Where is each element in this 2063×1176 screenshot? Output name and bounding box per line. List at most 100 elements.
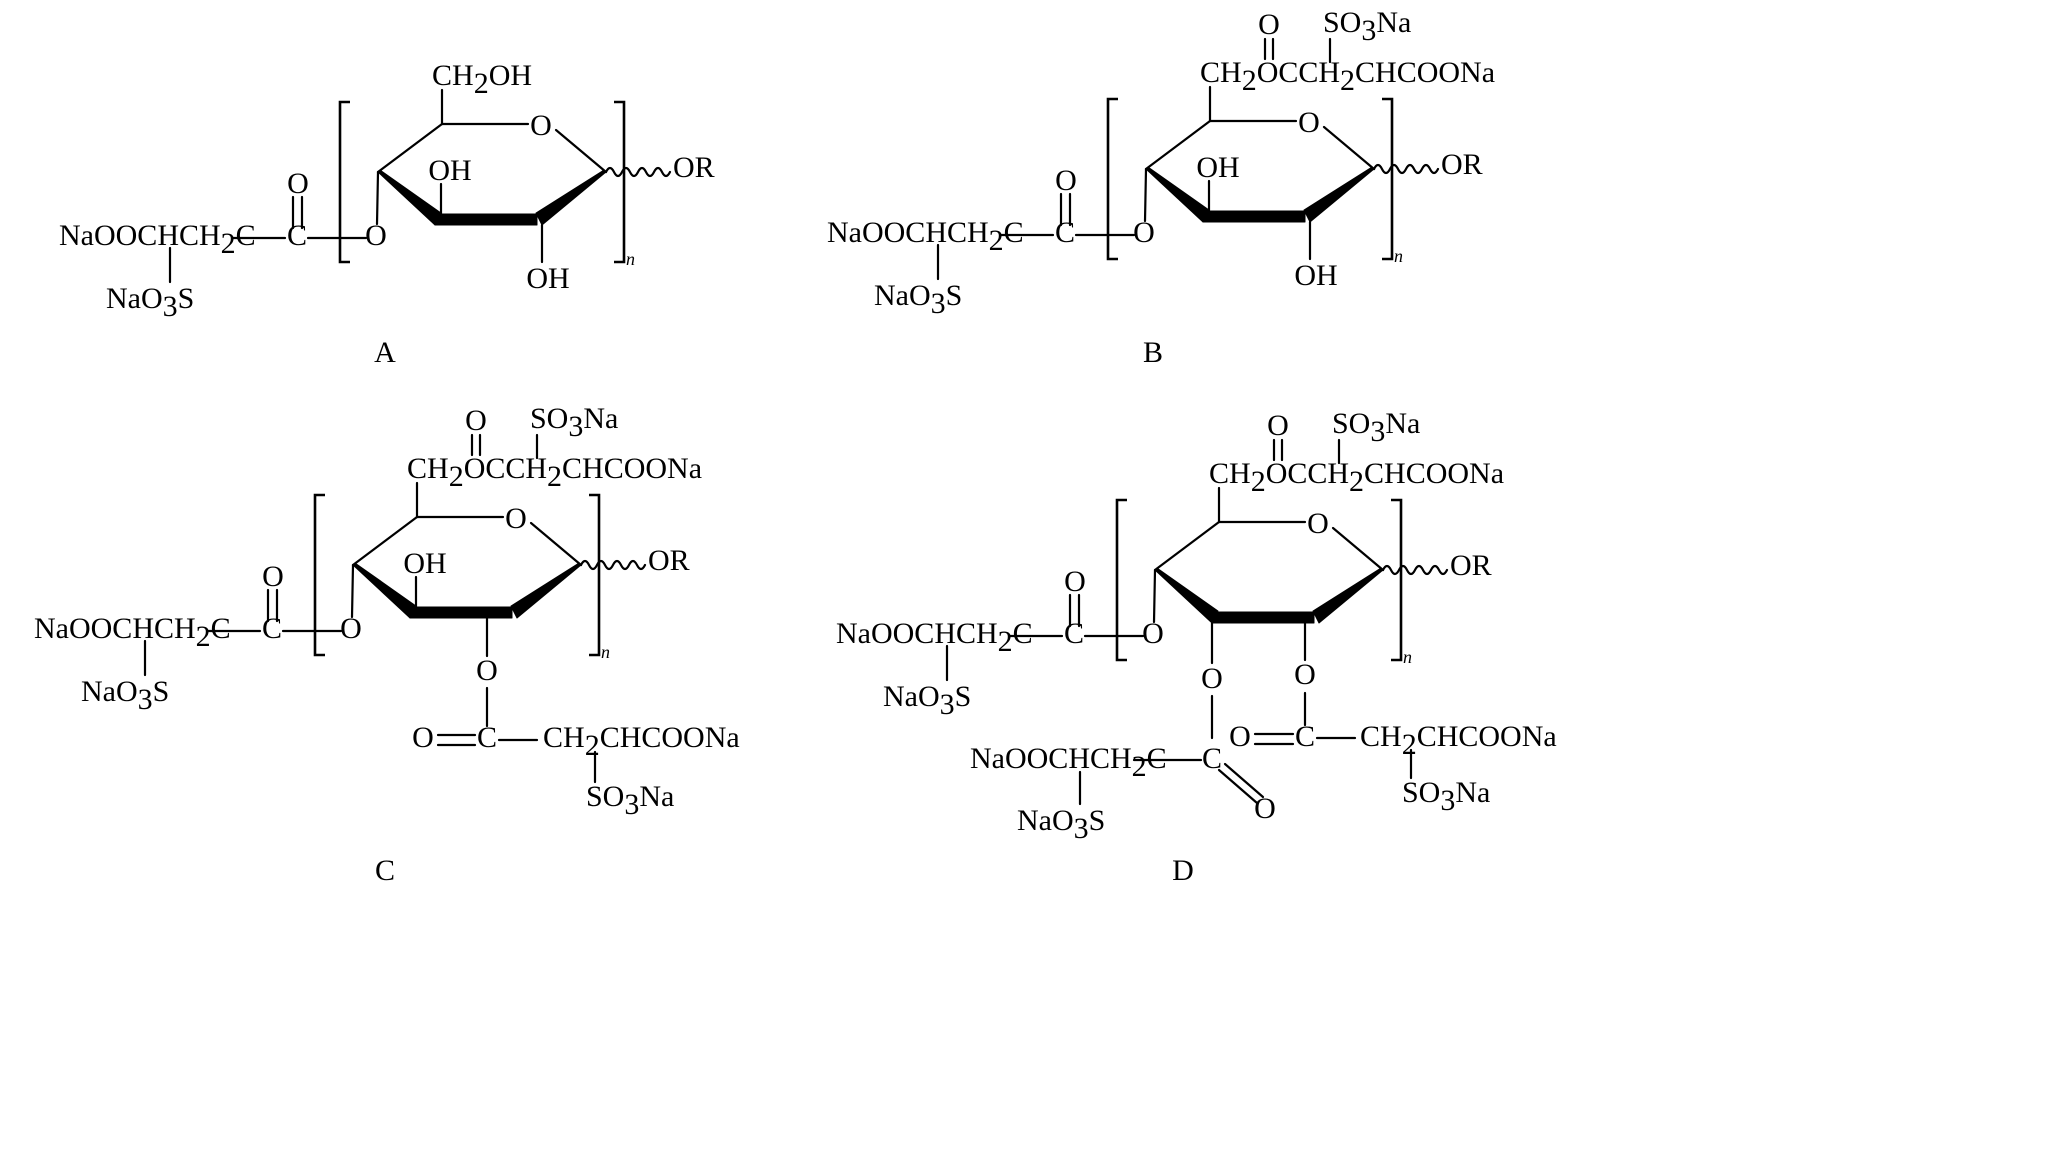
c3-hydroxyl: OH — [403, 547, 446, 580]
c4-o4-bond — [375, 170, 380, 226]
c6-hydroxymethyl-subscript: 2 — [474, 67, 489, 100]
c6-ester-chain-part: CHCOONa — [1364, 457, 1504, 490]
c2-ester-chain-subscript: 2 — [585, 729, 600, 762]
left-bracket — [1115, 498, 1127, 662]
c6-ester-chain-part: CHCOONa — [1355, 56, 1495, 89]
c3-c2-bold-bond — [434, 213, 538, 226]
c6-hydroxymethyl-part: OH — [489, 59, 532, 92]
c4-c5-bond — [1144, 119, 1212, 171]
left-sulfonate: NaO3S — [106, 282, 194, 323]
left-acyl-chain: NaOOCHCH2C — [827, 216, 1024, 257]
c6-ester-chain-part: CHCOONa — [562, 452, 702, 485]
c3-ester-chain-part: C — [1147, 742, 1167, 775]
left-sulfonate-part: NaO — [874, 279, 931, 312]
c2-sulfonate-part: SO — [586, 780, 624, 813]
right-bracket — [1382, 97, 1394, 261]
end-group-or: OR — [673, 151, 715, 184]
left-acyl-chain-subscript: 2 — [221, 227, 236, 260]
c2-ester-chain: CH2CHCOONa — [543, 721, 740, 762]
c6-ester-chain-part: CH — [407, 452, 449, 485]
left-acyl-chain: NaOOCHCH2C — [836, 617, 1033, 658]
ring-oxygen: O — [505, 502, 527, 535]
left-carbonyl-oxygen: O — [262, 560, 284, 593]
left-sulfonate: NaO3S — [874, 279, 962, 320]
c3-carbonyl-double-bond-2 — [1223, 762, 1265, 799]
left-acyl-chain-part: NaOOCHCH — [59, 219, 221, 252]
left-sulfonate-part: NaO — [81, 675, 138, 708]
c6-ester-chain-subscript: 2 — [1251, 465, 1266, 498]
c2-sulfonate: SO3Na — [586, 780, 674, 821]
left-acyl-chain-part: NaOOCHCH — [34, 612, 196, 645]
c2-ester-oxygen: O — [476, 654, 498, 687]
ring-oxygen: O — [1307, 507, 1329, 540]
c6-ester-chain-subscript: 2 — [547, 460, 562, 493]
c6-ester-chain: CH2OCCH2CHCOONa — [1200, 56, 1495, 97]
c6-ester-chain-subscript: 2 — [449, 460, 464, 493]
c3-ester-carbonyl-carbon: C — [1202, 742, 1222, 775]
left-bracket — [313, 493, 325, 657]
right-bracket — [589, 493, 601, 657]
left-sulfonate-part: S — [178, 282, 195, 315]
c3-c2-bold-bond — [1211, 611, 1315, 624]
c6-ester-chain-subscript: 2 — [1340, 64, 1355, 97]
left-acyl-chain-subscript: 2 — [998, 625, 1013, 658]
c6-carbonyl-oxygen: O — [1258, 8, 1280, 41]
c6-sulfonate: SO3Na — [1323, 6, 1411, 47]
c2-ester-chain-part: CHCOONa — [1417, 720, 1557, 753]
c6-ester-chain-part: CH — [1209, 457, 1251, 490]
repeat-index-n: n — [626, 249, 635, 269]
left-acyl-chain-part: NaOOCHCH — [836, 617, 998, 650]
c3-ester-chain: NaOOCHCH2C — [970, 742, 1167, 783]
c2-ester-chain-part: CHCOONa — [600, 721, 740, 754]
left-sulfonate: NaO3S — [883, 680, 971, 721]
c3-ester-carbonyl-oxygen: O — [1254, 792, 1276, 825]
c6-ester-chain-part: OCCH — [464, 452, 547, 485]
c2-ester-carbonyl-carbon: C — [477, 721, 497, 754]
c6-sulfonate: SO3Na — [530, 402, 618, 443]
right-bracket — [614, 100, 626, 264]
left-acyl-chain-part: C — [1013, 617, 1033, 650]
ring-o-c1-bond — [1331, 526, 1385, 572]
panel-label-d: D — [1172, 854, 1194, 887]
c3-sulfonate-part: NaO — [1017, 804, 1074, 837]
c4-c3-wedge-bond — [1154, 567, 1219, 624]
c2-sulfonate-subscript: 3 — [1440, 784, 1455, 817]
left-sulfonate-subscript: 3 — [138, 683, 153, 716]
c3-sulfonate-subscript: 3 — [1074, 812, 1089, 845]
c4-o4-bond — [350, 563, 355, 619]
glycosidic-oxygen: O — [340, 612, 362, 645]
ring-oxygen: O — [530, 109, 552, 142]
anomeric-wavy-bond — [1372, 163, 1440, 175]
c6-sulfonate-subscript: 3 — [568, 410, 583, 443]
left-bracket — [1106, 97, 1118, 261]
c2-ester-oxygen: O — [1294, 658, 1316, 691]
c2-sulfonate-part: SO — [1402, 776, 1440, 809]
c6-sulfonate-subscript: 3 — [1370, 415, 1385, 448]
c2-sulfonate-part: Na — [639, 780, 674, 813]
anomeric-wavy-bond — [579, 559, 647, 571]
end-group-or: OR — [1441, 148, 1483, 181]
glycosidic-oxygen: O — [1133, 216, 1155, 249]
c2-c1-wedge-bond — [535, 169, 607, 226]
c6-sulfonate-part: SO — [1323, 6, 1361, 39]
panel-label-a: A — [374, 336, 396, 369]
c4-c5-bond — [1153, 520, 1221, 572]
left-carbonyl-carbon: C — [1064, 617, 1084, 650]
c2-ester-chain-part: CH — [543, 721, 585, 754]
c6-ester-chain-part: OCCH — [1266, 457, 1349, 490]
c3-hydroxyl: OH — [1196, 151, 1239, 184]
c6-sulfonate-part: SO — [1332, 407, 1370, 440]
left-acyl-chain-subscript: 2 — [196, 620, 211, 653]
end-group-or: OR — [1450, 549, 1492, 582]
c2-ester-carbonyl-carbon: C — [1295, 720, 1315, 753]
panel-label-b: B — [1143, 336, 1163, 369]
c3-sulfonate-part: S — [1089, 804, 1106, 837]
c6-sulfonate-part: Na — [583, 402, 618, 435]
left-sulfonate: NaO3S — [81, 675, 169, 716]
left-sulfonate-subscript: 3 — [940, 688, 955, 721]
ring-o-c1-bond — [554, 128, 608, 174]
